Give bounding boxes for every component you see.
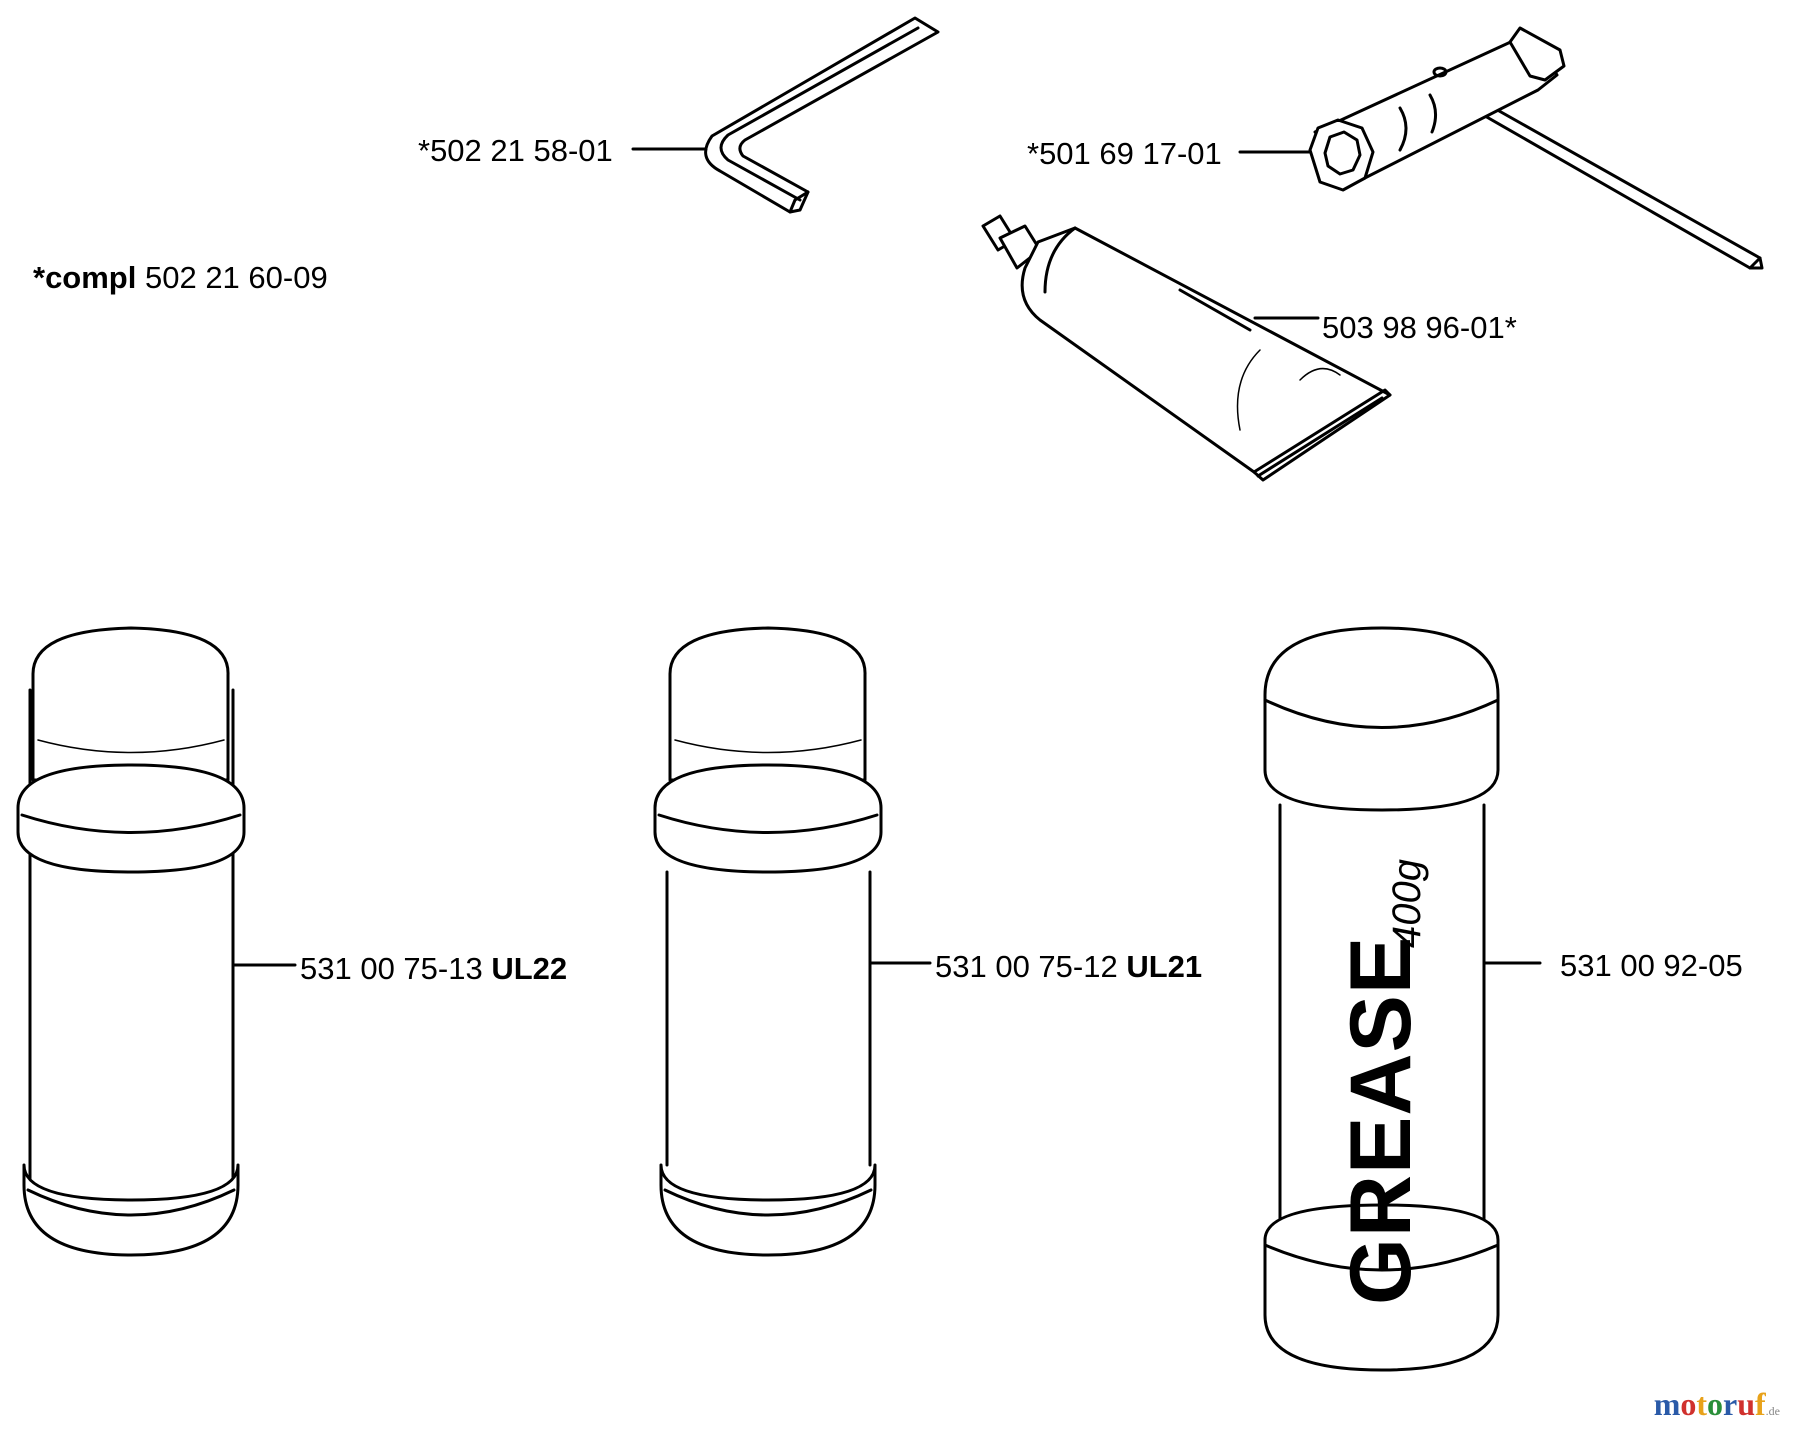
label-allen-key: *502 21 58-01 — [418, 133, 613, 168]
grease-can-weight: 400g — [1385, 859, 1429, 948]
label-grease-can: 531 00 92-05 — [1560, 948, 1743, 983]
watermark-letter: u — [1737, 1386, 1756, 1422]
can-1-number: 531 00 75-13 — [300, 951, 483, 986]
watermark-letters: motoruf — [1654, 1386, 1766, 1422]
label-tube: 503 98 96-01* — [1322, 310, 1517, 345]
watermark-letter: t — [1696, 1386, 1708, 1422]
can-2-code: UL21 — [1126, 949, 1203, 984]
can-1-code: UL22 — [491, 951, 568, 986]
spray-can-1-drawing — [16, 626, 246, 1257]
watermark-letter: f — [1755, 1386, 1766, 1422]
label-box-wrench: *501 69 17-01 — [1027, 136, 1222, 171]
watermark-letter: m — [1653, 1386, 1681, 1422]
watermark-letter: o — [1707, 1386, 1724, 1422]
watermark-letter: r — [1723, 1386, 1738, 1422]
grease-tube-drawing — [981, 214, 1392, 482]
allen-key-drawing — [704, 16, 940, 214]
compl-number: 502 21 60-09 — [144, 260, 328, 295]
label-compl: *compl 502 21 60-09 — [33, 262, 328, 293]
compl-prefix: *compl — [33, 260, 137, 295]
watermark-logo: motoruf.de — [1654, 1386, 1780, 1423]
label-can-1: 531 00 75-13 UL22 — [300, 953, 567, 984]
watermark-letter: o — [1680, 1386, 1697, 1422]
grease-can-drawing — [1263, 626, 1500, 1372]
grease-can-word: GREASE — [1333, 935, 1429, 1305]
watermark-suffix: .de — [1765, 1404, 1780, 1418]
spray-can-2-drawing — [653, 626, 883, 1257]
label-can-2: 531 00 75-12 UL21 — [935, 951, 1202, 982]
can-2-number: 531 00 75-12 — [935, 949, 1118, 984]
box-wrench-drawing — [1308, 26, 1764, 270]
